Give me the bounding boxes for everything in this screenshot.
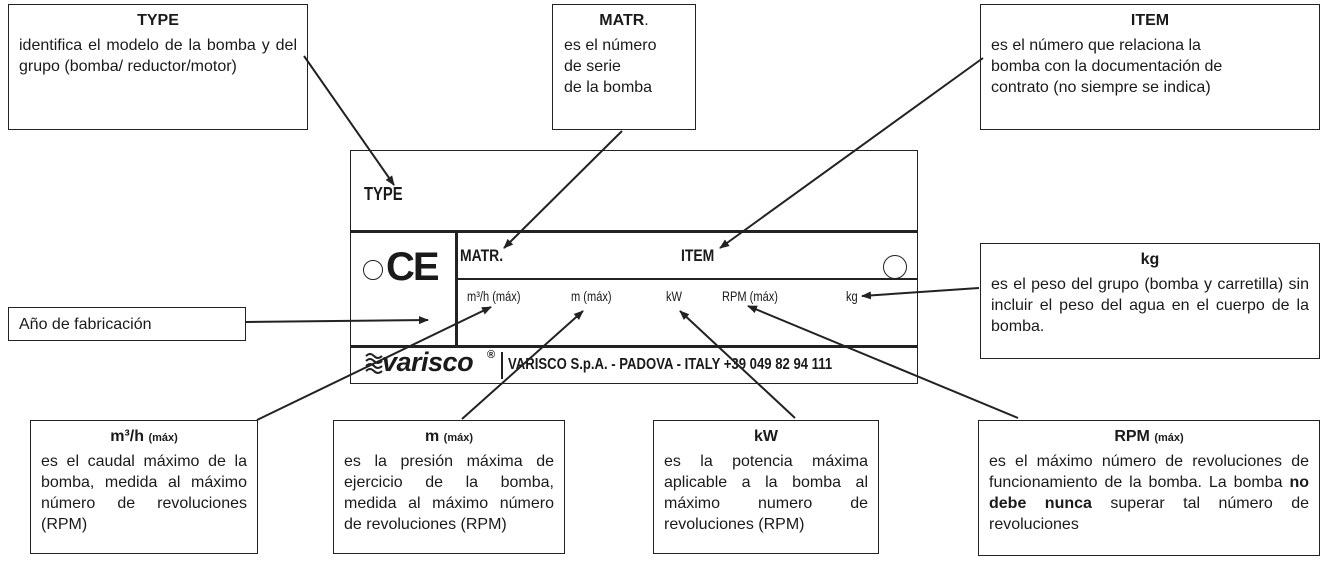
callout-item-line: bomba con la documentación de — [991, 58, 1223, 75]
plate-col-rpm: RPM (máx) — [722, 289, 778, 304]
callout-m: m (máx) es la presión máxima de ejercici… — [333, 420, 565, 554]
wave-logo-icon — [365, 353, 383, 374]
plate-item-label: ITEM — [681, 246, 715, 265]
callout-item-line: es el número que relaciona la — [991, 37, 1201, 54]
brand-separator — [501, 352, 503, 379]
plate-col-kg: kg — [846, 289, 858, 304]
callout-type-title: TYPE — [137, 12, 179, 29]
callout-kw-text: es la potencia máxima aplicable a la bom… — [664, 453, 868, 533]
callout-type-text: identifica el modelo de la bomba y del g… — [19, 37, 297, 75]
plate-divider-3 — [455, 230, 458, 345]
plate-col-kw: kW — [666, 289, 682, 304]
callout-type: TYPE identifica el modelo de la bomba y … — [8, 4, 308, 130]
callout-m3h-text: es el caudal máximo de la bomba, medida … — [41, 453, 247, 533]
plate-footer: VARISCO S.p.A. - PADOVA - ITALY +39 049 … — [508, 356, 833, 373]
callout-matr-title: MATR. — [599, 12, 649, 29]
leader-item — [719, 57, 984, 249]
callout-kg-text: es el peso del grupo (bomba y carretilla… — [991, 276, 1309, 335]
plate-col-m3h: m³/h (máx) — [467, 289, 521, 304]
callout-m-title: m (máx) — [424, 428, 474, 445]
callout-ano-text: Año de fabricación — [19, 316, 152, 333]
leader-kw — [679, 310, 796, 419]
plate-matr-label: MATR. — [460, 246, 504, 265]
callout-item-title: ITEM — [1130, 12, 1170, 29]
callout-kg: kg es el peso del grupo (bomba y carreti… — [980, 243, 1320, 359]
leader-m3h — [256, 306, 492, 421]
callout-rpm: RPM (máx) es el máximo número de revoluc… — [978, 420, 1320, 556]
callout-m-text: es la presión máxima de ejercicio de la … — [344, 453, 554, 533]
leader-kg — [861, 287, 980, 300]
leader-ano — [245, 316, 429, 325]
callout-ano: Año de fabricación — [8, 307, 246, 341]
plate-divider-1 — [350, 230, 918, 233]
callout-matr-line: de la bomba — [564, 79, 653, 96]
callout-kw-title: kW — [754, 428, 778, 445]
callout-matr: MATR. es el número de serie de la bomba — [552, 4, 696, 130]
callout-kg-title: kg — [1140, 251, 1160, 268]
callout-matr-line: de serie — [564, 58, 621, 75]
brand-registered-mark: ® — [487, 349, 496, 361]
plate-divider-2 — [455, 278, 918, 280]
plate-type-label: TYPE — [364, 184, 403, 204]
nameplate — [350, 150, 918, 384]
callout-matr-line: es el número — [564, 37, 657, 54]
plate-divider-4 — [350, 345, 918, 348]
screw-hole-left — [363, 260, 383, 280]
leader-m — [461, 310, 584, 420]
callout-item: ITEM es el número que relaciona la bomba… — [980, 4, 1320, 130]
leader-type — [303, 55, 395, 186]
callout-m3h-title: m³/h (máx) — [110, 428, 178, 445]
callout-rpm-text: es el máximo número de revoluciones de f… — [989, 453, 1310, 533]
ce-mark-icon: CE — [386, 245, 440, 289]
screw-hole-right — [883, 255, 907, 279]
callout-item-line: contrato (no siempre se indica) — [991, 79, 1211, 96]
leader-rpm — [747, 305, 1019, 419]
leader-matr — [503, 130, 623, 249]
callout-kw: kW es la potencia máxima aplicable a la … — [653, 420, 879, 554]
plate-col-m: m (máx) — [571, 289, 612, 304]
callout-rpm-title: RPM (máx) — [1114, 428, 1184, 445]
callout-m3h: m³/h (máx) es el caudal máximo de la bom… — [30, 420, 258, 554]
